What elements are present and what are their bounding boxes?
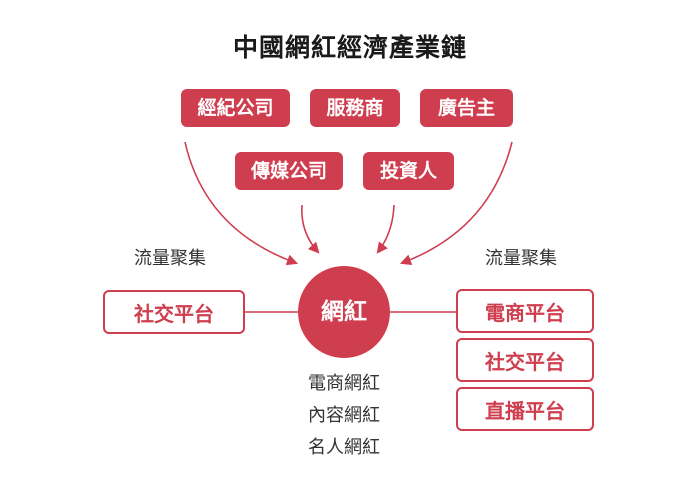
arrow-media-to-influencer	[301, 204, 320, 254]
arrow-agency-to-influencer	[184, 141, 299, 266]
arrow-investor-to-influencer	[376, 204, 395, 254]
arrow-advertiser-to-influencer	[399, 141, 513, 266]
influencer-type-item: 內容網紅	[308, 405, 380, 426]
node-service-provider: 服務商	[310, 89, 400, 127]
diagram-title: 中國網紅經濟產業鏈	[232, 33, 467, 62]
node-advertiser: 廣告主	[420, 89, 513, 127]
right-ecommerce-platform: 電商平台	[456, 289, 594, 333]
center-influencer-node: 網紅	[298, 266, 390, 358]
influencer-type-item: 電商網紅	[308, 373, 380, 394]
influencer-types-list: 電商網紅 內容網紅 名人網紅	[274, 368, 414, 464]
node-investor: 投資人	[363, 152, 454, 190]
right-flow-label: 流量聚集	[485, 248, 557, 269]
left-social-platform: 社交平台	[103, 290, 245, 334]
influencer-type-item: 名人網紅	[308, 437, 380, 458]
node-media-company: 傳媒公司	[235, 152, 343, 190]
node-talent-agency: 經紀公司	[181, 89, 290, 127]
right-live-platform: 直播平台	[456, 387, 594, 431]
left-flow-label: 流量聚集	[134, 248, 206, 269]
right-social-platform: 社交平台	[456, 338, 594, 382]
